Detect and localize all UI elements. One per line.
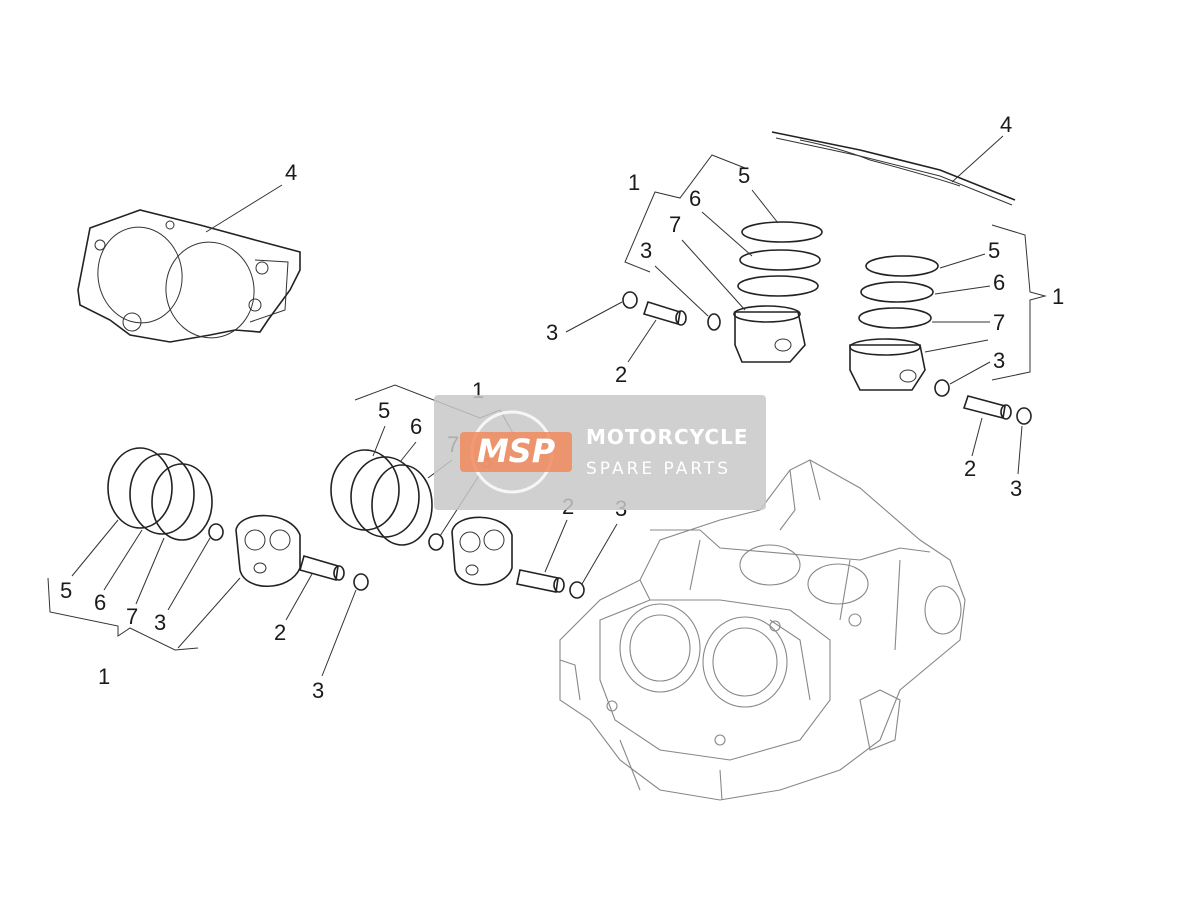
head-gasket-left[interactable]: [77, 209, 301, 344]
callout-tr-l-3a: 3: [640, 238, 652, 263]
callout-tr-r-7: 7: [993, 310, 1005, 335]
callout-bracket-tr-right: 1: [1052, 284, 1064, 309]
callout-tr-r-3a: 3: [993, 348, 1005, 373]
piston-rings-middle[interactable]: [330, 449, 433, 546]
bracket-top-right-right: [991, 224, 1047, 381]
callout-left-2: 2: [274, 620, 286, 645]
circlip-left-a[interactable]: [208, 523, 224, 541]
callout-bracket-left: 1: [98, 664, 110, 689]
bracket-top-right-left: [624, 154, 746, 273]
callout-mid-5: 5: [378, 398, 390, 423]
callout-mid-6: 6: [410, 414, 422, 439]
piston-tr-left[interactable]: [733, 305, 806, 363]
callout-tr-l-2: 2: [615, 362, 627, 387]
callout-tr-r-5: 5: [988, 238, 1000, 263]
wrist-pin-tr-right[interactable]: [962, 395, 1012, 420]
circlip-tr-left-a[interactable]: [622, 291, 638, 309]
circlip-mid-a[interactable]: [428, 533, 444, 551]
callout-tr-l-5: 5: [738, 163, 750, 188]
callout-left-3a: 3: [154, 610, 166, 635]
watermark: MSP MOTORCYCLE SPARE PARTS: [434, 395, 766, 510]
wrist-pin-middle[interactable]: [516, 569, 565, 593]
callout-left-7: 7: [126, 604, 138, 629]
callout-gasket-right: 4: [1000, 112, 1012, 137]
callout-left-6: 6: [94, 590, 106, 615]
callout-left-5: 5: [60, 578, 72, 603]
circlip-tr-right-a[interactable]: [934, 379, 950, 397]
piston-rings-left[interactable]: [107, 447, 213, 541]
callout-bracket-tr-left: 1: [628, 170, 640, 195]
callout-tr-r-6: 6: [993, 270, 1005, 295]
watermark-logo: MSP: [477, 432, 556, 470]
piston-rings-tr-left[interactable]: [737, 221, 823, 297]
callout-left-3b: 3: [312, 678, 324, 703]
piston-tr-right[interactable]: [849, 338, 926, 391]
circlip-tr-right-b[interactable]: [1016, 407, 1032, 425]
callout-tr-r-2: 2: [964, 456, 976, 481]
piston-middle[interactable]: [451, 516, 513, 586]
circlip-tr-left-b[interactable]: [707, 313, 721, 331]
wrist-pin-tr-left[interactable]: [642, 301, 687, 326]
head-gasket-right[interactable]: [771, 131, 1016, 206]
callout-tr-r-3b: 3: [1010, 476, 1022, 501]
watermark-line2: SPARE PARTS: [586, 459, 731, 479]
watermark-line1: MOTORCYCLE: [586, 425, 748, 449]
circlip-mid-b[interactable]: [569, 581, 585, 599]
callout-tr-l-7: 7: [669, 212, 681, 237]
engine-crankcase: [559, 459, 966, 801]
callout-gasket-left: 4: [285, 160, 297, 185]
callout-tr-l-3b: 3: [546, 320, 558, 345]
bracket-left: [47, 577, 241, 651]
wrist-pin-left[interactable]: [299, 555, 345, 582]
piston-left[interactable]: [235, 514, 301, 588]
piston-rings-tr-right[interactable]: [858, 255, 939, 329]
callout-tr-l-6: 6: [689, 186, 701, 211]
circlip-left-b[interactable]: [353, 573, 369, 591]
